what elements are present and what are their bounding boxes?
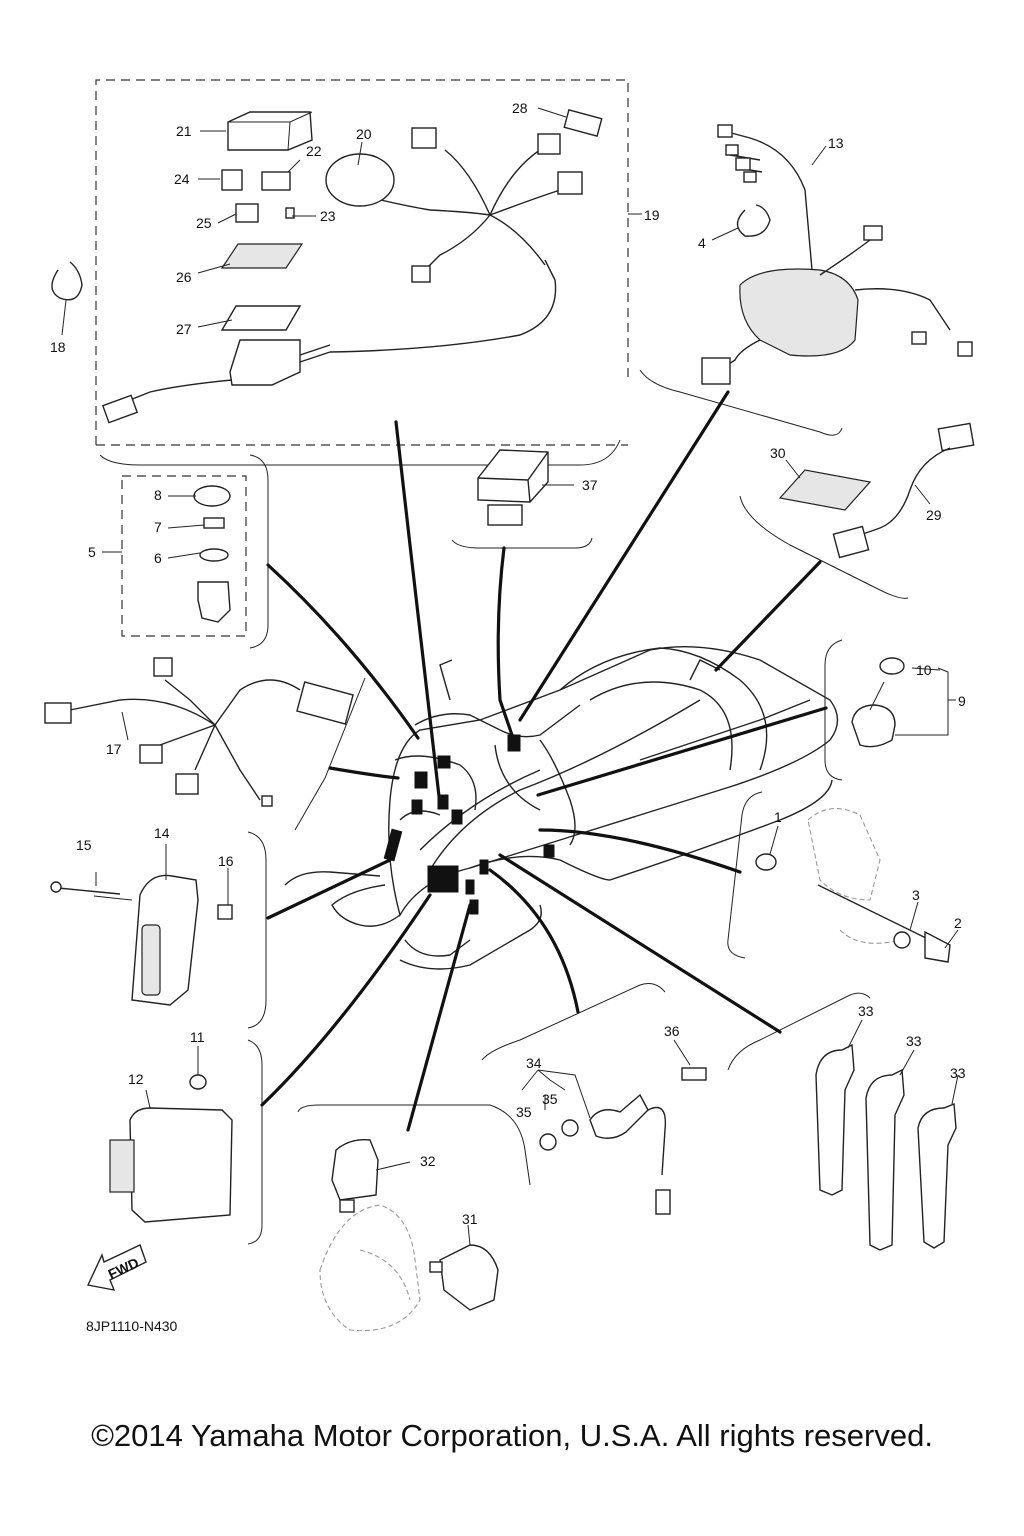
harness-13 xyxy=(701,124,973,385)
label-10: 10 xyxy=(916,662,932,678)
fuse-box-group xyxy=(101,109,603,424)
callout-lines xyxy=(61,107,959,1246)
label-20: 20 xyxy=(356,126,372,142)
sensor-bracket-1 xyxy=(755,808,951,963)
label-30: 30 xyxy=(770,445,786,461)
label-28: 28 xyxy=(512,100,528,116)
sensor-34 xyxy=(539,1067,707,1215)
part-number-labels: 1 2 3 4 5 6 7 8 9 10 11 12 13 14 15 16 1… xyxy=(50,100,966,1227)
label-11: 11 xyxy=(190,1029,205,1045)
label-33b: 33 xyxy=(906,1033,922,1049)
ecu-12 xyxy=(109,1074,233,1223)
label-33c: 33 xyxy=(950,1065,966,1081)
label-26: 26 xyxy=(176,269,192,285)
regulator-14 xyxy=(50,874,233,1006)
label-37: 37 xyxy=(582,477,598,493)
label-4: 4 xyxy=(698,235,706,251)
harness-29 xyxy=(778,422,975,559)
label-32: 32 xyxy=(420,1153,436,1169)
label-15: 15 xyxy=(76,837,92,853)
harness-17 xyxy=(44,657,354,807)
label-8: 8 xyxy=(154,487,162,503)
switch-9 xyxy=(851,657,905,748)
clamp-4 xyxy=(736,204,771,237)
key-switch-group xyxy=(193,485,231,623)
ignition-coils-33 xyxy=(815,1043,957,1251)
drawing-code: 8JP1110-N430 xyxy=(86,1318,178,1334)
label-19: 19 xyxy=(644,207,660,223)
group-frames xyxy=(95,79,909,1245)
fwd-arrow-icon: FWD xyxy=(86,1244,147,1291)
label-5: 5 xyxy=(88,544,96,560)
snowmobile-body xyxy=(284,645,839,970)
label-23: 23 xyxy=(320,208,336,224)
label-13: 13 xyxy=(828,135,844,151)
clamp-18 xyxy=(51,261,83,301)
label-1: 1 xyxy=(774,809,782,825)
copyright-notice: ©2014 Yamaha Motor Corporation, U.S.A. A… xyxy=(91,1418,933,1453)
label-14: 14 xyxy=(154,825,170,841)
label-35b: 35 xyxy=(542,1091,558,1107)
label-24: 24 xyxy=(174,171,190,187)
label-29: 29 xyxy=(926,507,942,523)
label-27: 27 xyxy=(176,321,192,337)
label-17: 17 xyxy=(106,741,122,757)
label-35a: 35 xyxy=(516,1104,532,1120)
label-21: 21 xyxy=(176,123,192,139)
label-34: 34 xyxy=(526,1055,542,1071)
label-22: 22 xyxy=(306,143,322,159)
label-36: 36 xyxy=(664,1023,680,1039)
label-2: 2 xyxy=(954,915,962,931)
label-16: 16 xyxy=(218,853,234,869)
label-25: 25 xyxy=(196,215,212,231)
label-33a: 33 xyxy=(858,1003,874,1019)
label-7: 7 xyxy=(154,519,162,535)
label-18: 18 xyxy=(50,339,66,355)
label-6: 6 xyxy=(154,550,162,566)
label-9: 9 xyxy=(958,693,966,709)
label-12: 12 xyxy=(128,1071,144,1087)
label-31: 31 xyxy=(462,1211,478,1227)
leader-lines xyxy=(260,390,828,1132)
rocker-switch-37 xyxy=(477,449,549,526)
label-3: 3 xyxy=(912,887,920,903)
pressure-sensors xyxy=(319,1139,499,1332)
